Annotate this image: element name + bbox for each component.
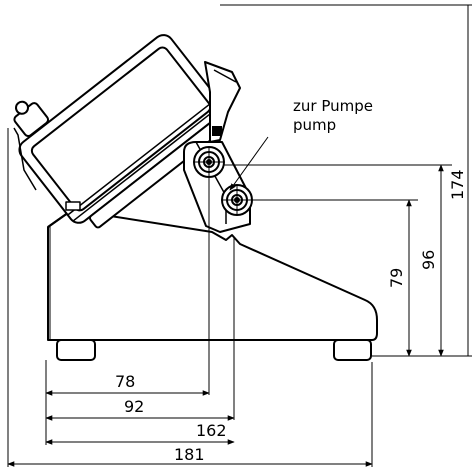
- dim-174: 174: [448, 169, 467, 200]
- lower-connector: [221, 184, 253, 216]
- extension-lines: [7, 4, 472, 467]
- label-pump-en: pump: [293, 116, 336, 134]
- dim-92: 92: [124, 397, 144, 416]
- dim-181: 181: [174, 445, 205, 464]
- stand-body: [47, 209, 378, 341]
- dim-162: 162: [196, 421, 227, 440]
- left-foot: [56, 339, 96, 361]
- upper-connector: [193, 146, 225, 178]
- knob: [13, 100, 50, 138]
- device-side-view: [13, 34, 378, 361]
- dim-79: 79: [387, 268, 406, 288]
- pump-leader: [229, 136, 269, 191]
- dim-96: 96: [419, 250, 438, 270]
- label-pump-de: zur Pumpe: [293, 97, 373, 115]
- dimension-lines: [7, 5, 469, 467]
- dim-78: 78: [115, 372, 135, 391]
- right-foot: [333, 339, 372, 361]
